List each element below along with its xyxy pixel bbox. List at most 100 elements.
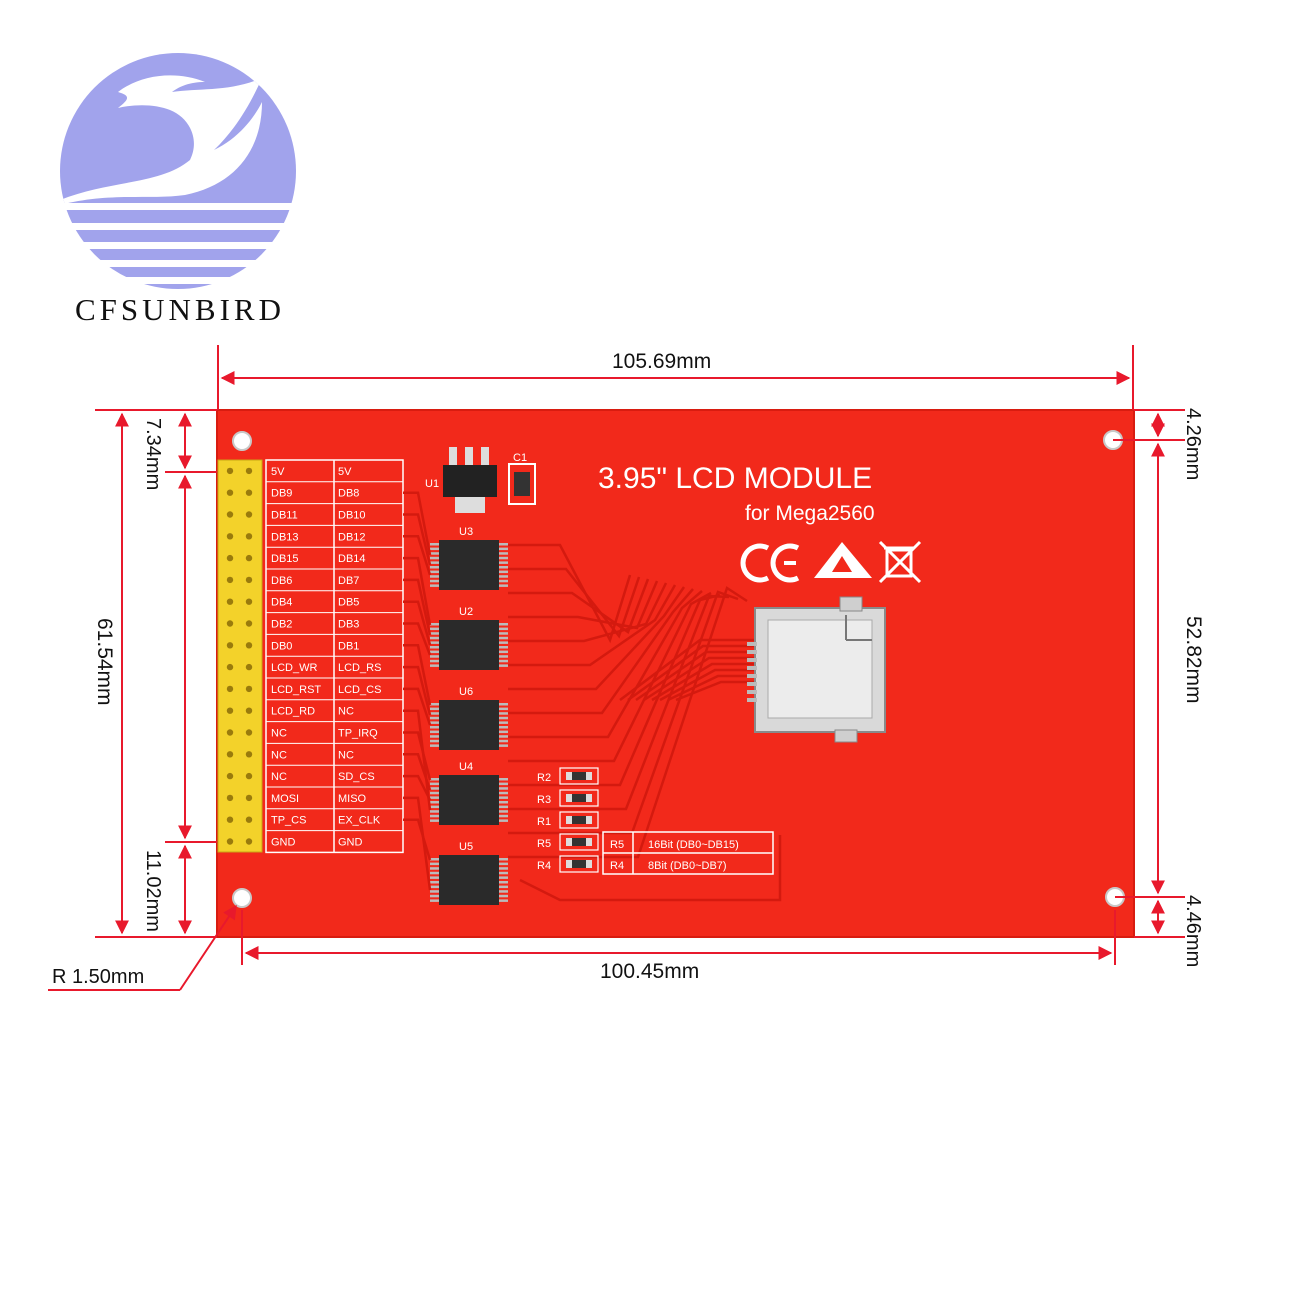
mode-ref-r5: R5 (610, 839, 624, 851)
pin-dot (245, 533, 253, 540)
pin-label-right: DB10 (338, 510, 366, 522)
pin-label-right: DB5 (338, 597, 359, 609)
ic-label: U6 (459, 686, 473, 698)
pin-dot (245, 620, 253, 627)
dimension-lines (48, 345, 1185, 991)
resistor-label: R1 (537, 816, 551, 828)
pin-header (217, 459, 263, 853)
pin-dot (226, 642, 234, 649)
label-c1: C1 (513, 452, 527, 464)
pin-dot (226, 554, 234, 562)
logo-wave-1 (60, 210, 296, 223)
pin-label-right: DB8 (338, 488, 359, 500)
pin-dot (245, 751, 253, 758)
ic-chip (439, 855, 499, 905)
dim-right-top: 4.26mm (1182, 408, 1204, 480)
ce-mark-icon (740, 543, 800, 583)
logo-wave-2 (60, 230, 296, 242)
ic-label: U2 (459, 606, 473, 618)
sd-card-slot (747, 596, 886, 743)
pin-dot (245, 838, 253, 845)
ic-label: U5 (459, 841, 473, 853)
pin-label-left: NC (271, 749, 287, 761)
pin-label-left: NC (271, 771, 287, 783)
pin-dot (245, 489, 253, 496)
label-u1: U1 (425, 478, 439, 490)
pin-dot (226, 598, 234, 605)
pin-label-left: NC (271, 728, 287, 740)
pin-label-left: MOSI (271, 793, 299, 805)
pin-dot (226, 772, 234, 780)
pin-dot (245, 729, 253, 736)
mounting-hole-top-left (232, 431, 252, 451)
pin-dot (245, 642, 253, 649)
pin-dot (226, 685, 234, 693)
pin-label-left: LCD_RD (271, 706, 315, 718)
pin-dot (245, 772, 253, 780)
pin-label-right: LCD_CS (338, 684, 381, 696)
resistor-label: R3 (537, 794, 551, 806)
pin-label-right: DB1 (338, 640, 359, 652)
pin-label-right: GND (338, 837, 363, 849)
logo-wave-3 (60, 249, 296, 260)
pin-label-right: LCD_RS (338, 662, 381, 674)
pin-label-left: DB15 (271, 553, 299, 565)
dim-header-bottom: 11.02mm (142, 850, 164, 932)
pin-label-left: DB4 (271, 597, 292, 609)
dim-right-bottom: 4.46mm (1182, 895, 1204, 967)
pin-dot (245, 576, 253, 584)
pin-dot (226, 511, 234, 518)
ic-label: U4 (459, 761, 473, 773)
pin-label-left: DB9 (271, 488, 292, 500)
pin-dot (226, 576, 234, 584)
pin-dot (226, 467, 234, 475)
logo-bird (60, 75, 262, 205)
pin-label-left: TP_CS (271, 815, 306, 827)
dim-width-holes: 100.45mm (600, 960, 699, 983)
pin-label-right: EX_CLK (338, 815, 381, 827)
pin-label-left: DB11 (271, 510, 298, 522)
ic-chip (439, 775, 499, 825)
weee-bin-icon (878, 540, 922, 584)
pin-label-right: DB3 (338, 619, 359, 631)
dim-height-total: 61.54mm (93, 618, 116, 706)
pin-label-right: NC (338, 749, 354, 761)
resistor-label: R4 (537, 860, 551, 872)
pin-label-right: DB7 (338, 575, 359, 587)
pin-label-left: GND (271, 837, 296, 849)
pin-dot (226, 751, 234, 758)
ic-chip (439, 540, 499, 590)
regulator-u1 (443, 465, 497, 497)
capacitor-c1 (514, 472, 530, 496)
pin-dot (245, 467, 253, 475)
pin-label-right: SD_CS (338, 771, 375, 783)
pin-dot (226, 816, 234, 823)
board-title: 3.95" LCD MODULE (598, 462, 872, 495)
pin-label-left: DB6 (271, 575, 292, 587)
pin-dot (226, 794, 234, 802)
mode-desc-8bit: 8Bit (DB0~DB7) (648, 860, 727, 872)
pin-label-right: 5V (338, 466, 352, 478)
pin-dot (245, 707, 253, 714)
pin-dot (226, 729, 234, 736)
pin-label-right: DB12 (338, 531, 366, 543)
dim-width-total: 105.69mm (612, 350, 711, 373)
pcb-traces (403, 491, 782, 902)
pin-label-left: LCD_WR (271, 662, 318, 674)
pin-dot (226, 838, 234, 845)
pin-label-left: DB13 (271, 531, 299, 543)
pin-dot (245, 685, 253, 693)
pin-label-right: MISO (338, 793, 367, 805)
pin-dot (245, 554, 253, 562)
pin-label-right: TP_IRQ (338, 728, 378, 740)
dim-header-top: 7.34mm (142, 418, 164, 490)
esd-warning-icon (814, 542, 872, 578)
pin-dots (226, 467, 253, 845)
ic-chip (439, 700, 499, 750)
capacitor-c1-outline (508, 463, 536, 505)
